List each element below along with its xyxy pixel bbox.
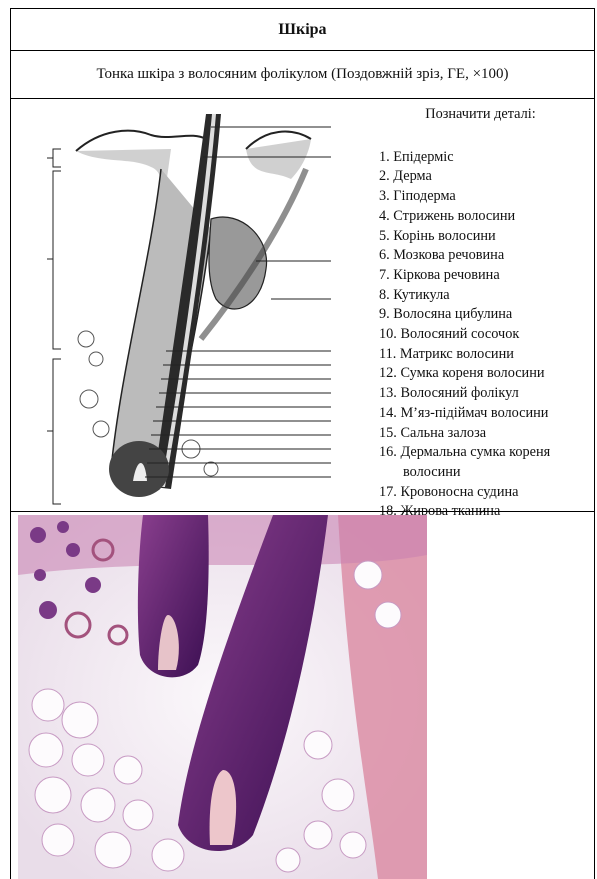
list-item: 12. Сумка кореня волосини — [403, 364, 594, 384]
hair-follicle-sketch — [41, 109, 371, 509]
list-item: 15. Сальна залоза — [403, 424, 594, 444]
table-title-row: Шкіра — [10, 8, 595, 50]
photo-row — [10, 511, 595, 879]
diagram-row: Позначити деталі: 1. Епідерміс 2. Дерма … — [10, 98, 595, 511]
list-item: 17. Кровоносна судина — [403, 483, 594, 503]
list-item: 13. Волосяний фолікул — [403, 384, 594, 404]
list-item: 5. Корінь волосини — [403, 227, 594, 247]
document-table: Шкіра Тонка шкіра з волосяним фолікулом … — [10, 8, 595, 879]
page-title: Шкіра — [278, 21, 326, 39]
list-item: 1. Епідерміс — [403, 148, 594, 168]
list-item: 3. Гіподерма — [403, 187, 594, 207]
list-item: 11. Матрикс волосини — [403, 345, 594, 365]
histology-micrograph — [18, 515, 427, 879]
list-item: 14. М’яз-підіймач волосини — [403, 404, 594, 424]
list-item: 16. Дермальна сумка кореня волосини — [403, 443, 594, 482]
labels-list: Позначити деталі: 1. Епідерміс 2. Дерма … — [379, 105, 594, 522]
section-subtitle: Тонка шкіра з волосяним фолікулом (Поздо… — [96, 66, 508, 83]
parts-list: 1. Епідерміс 2. Дерма 3. Гіподерма 4. Ст… — [379, 148, 594, 522]
list-item: 8. Кутикула — [403, 286, 594, 306]
subtitle-row: Тонка шкіра з волосяним фолікулом (Поздо… — [10, 50, 595, 98]
labels-heading: Позначити деталі: — [367, 105, 594, 125]
hair-follicle-drawing — [41, 109, 371, 509]
micrograph-image — [18, 515, 427, 879]
list-item: 10. Волосяний сосочок — [403, 325, 594, 345]
list-item: 4. Стрижень волосини — [403, 207, 594, 227]
list-item: 9. Волосяна цибулина — [403, 305, 594, 325]
list-item: 2. Дерма — [403, 167, 594, 187]
list-item: 6. Мозкова речовина — [403, 246, 594, 266]
list-item: 7. Кіркова речовина — [403, 266, 594, 286]
